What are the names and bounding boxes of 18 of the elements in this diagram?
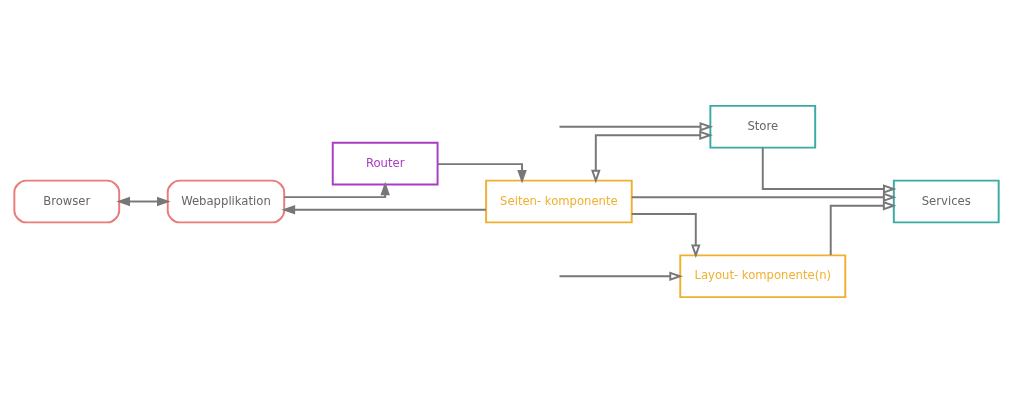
node-box: Seiten- komponente — [485, 179, 633, 224]
arrow — [591, 130, 713, 184]
node-box: Browser — [13, 179, 121, 224]
arrow — [558, 271, 683, 281]
node-box: Store — [709, 104, 817, 149]
arrow — [281, 205, 487, 215]
node-box: Layout- komponente(n) — [679, 254, 847, 299]
arrow — [436, 163, 527, 184]
arrow — [761, 146, 897, 194]
arrow — [630, 213, 701, 259]
arrow — [116, 196, 171, 207]
arrow — [558, 122, 714, 132]
node-box: Router — [331, 141, 439, 186]
node-box: Services — [892, 179, 1000, 224]
arrow — [829, 200, 897, 257]
arrow — [630, 192, 897, 203]
arrow — [283, 181, 390, 199]
node-box: Webapplikation — [166, 179, 286, 224]
